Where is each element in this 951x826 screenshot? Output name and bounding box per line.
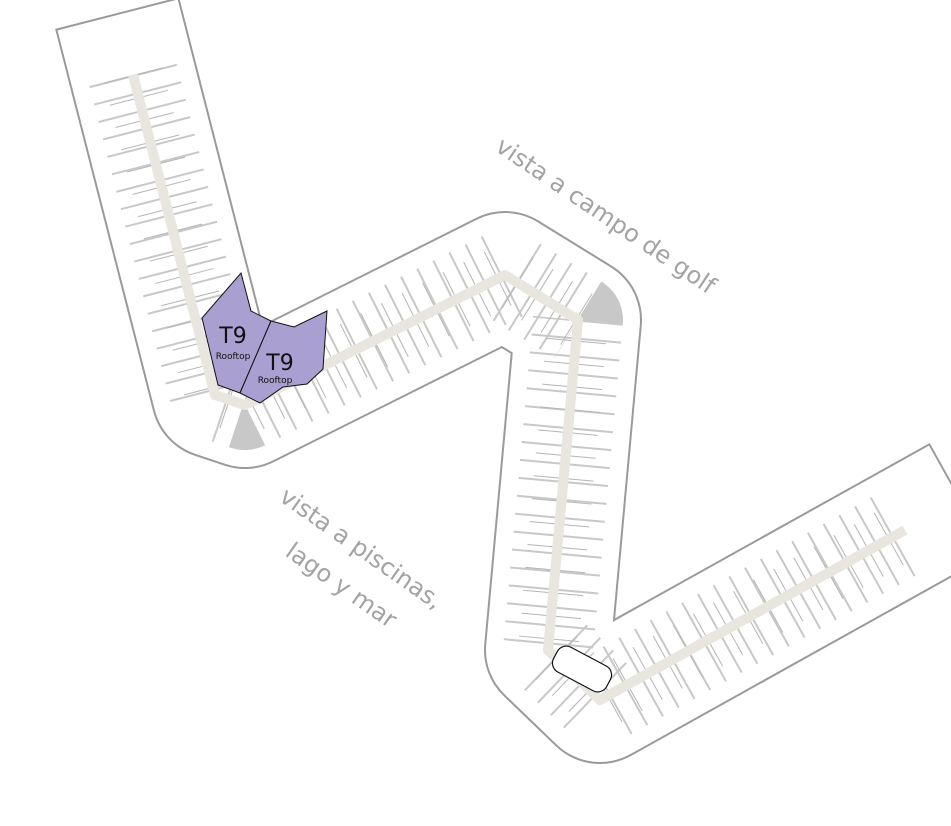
unit-type: Rooftop [216,352,251,362]
unit-code: T9 [218,324,246,349]
unit-code: T9 [265,351,293,376]
courtyard [551,645,613,693]
unit-t9-b[interactable]: T9 Rooftop [239,310,328,404]
corridor [128,73,908,705]
unit-type: Rooftop [258,376,293,386]
unit-t9-a[interactable]: T9 Rooftop [201,271,272,394]
